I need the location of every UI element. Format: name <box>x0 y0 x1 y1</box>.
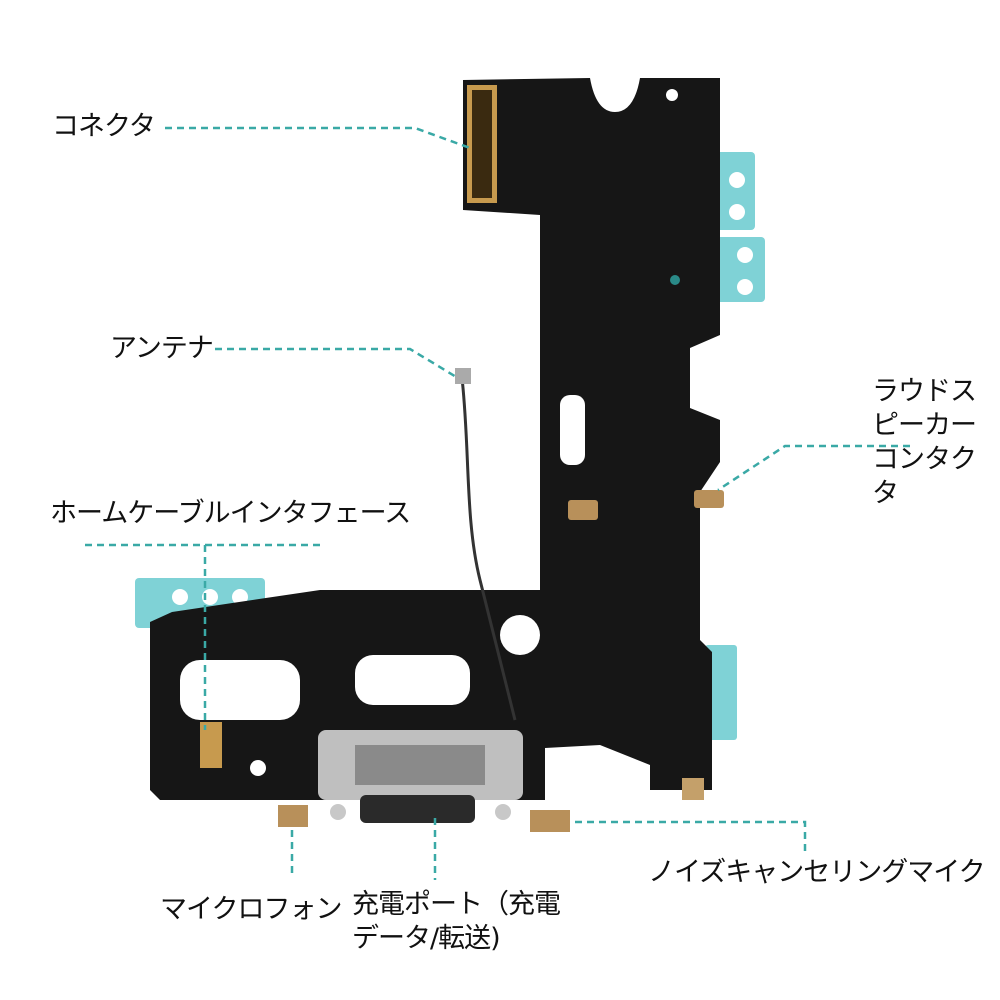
charging-port <box>318 730 523 823</box>
label-home-cable-interface: ホームケーブルインタフェース <box>50 498 411 529</box>
leader-lines <box>85 126 910 880</box>
label-charging-port-line1: 充電ポート（充電 <box>352 889 561 920</box>
label-noise-cancelling-mic: ノイズキャンセリングマイク <box>648 857 986 888</box>
noise-mic-part <box>530 810 570 832</box>
label-loudspeaker-line2: ピーカー <box>872 410 977 441</box>
label-microphone: マイクロフォン <box>160 894 342 925</box>
label-loudspeaker-contactor: ラウドス ピーカー コンタク タ <box>872 375 977 511</box>
flex-board <box>150 78 720 800</box>
label-charging-port-line2: データ/転送) <box>352 923 501 954</box>
label-antenna: アンテナ <box>110 333 214 364</box>
antenna-cable <box>460 377 517 721</box>
label-loudspeaker-line3: コンタク <box>872 444 977 475</box>
microphone-part <box>278 805 308 827</box>
label-loudspeaker-line4: タ <box>872 478 899 509</box>
label-connector: コネクタ <box>52 111 156 142</box>
label-charging-port: 充電ポート（充電 データ/転送) <box>352 888 561 956</box>
label-loudspeaker-line1: ラウドス <box>872 376 977 407</box>
home-cable-connector <box>200 722 222 768</box>
